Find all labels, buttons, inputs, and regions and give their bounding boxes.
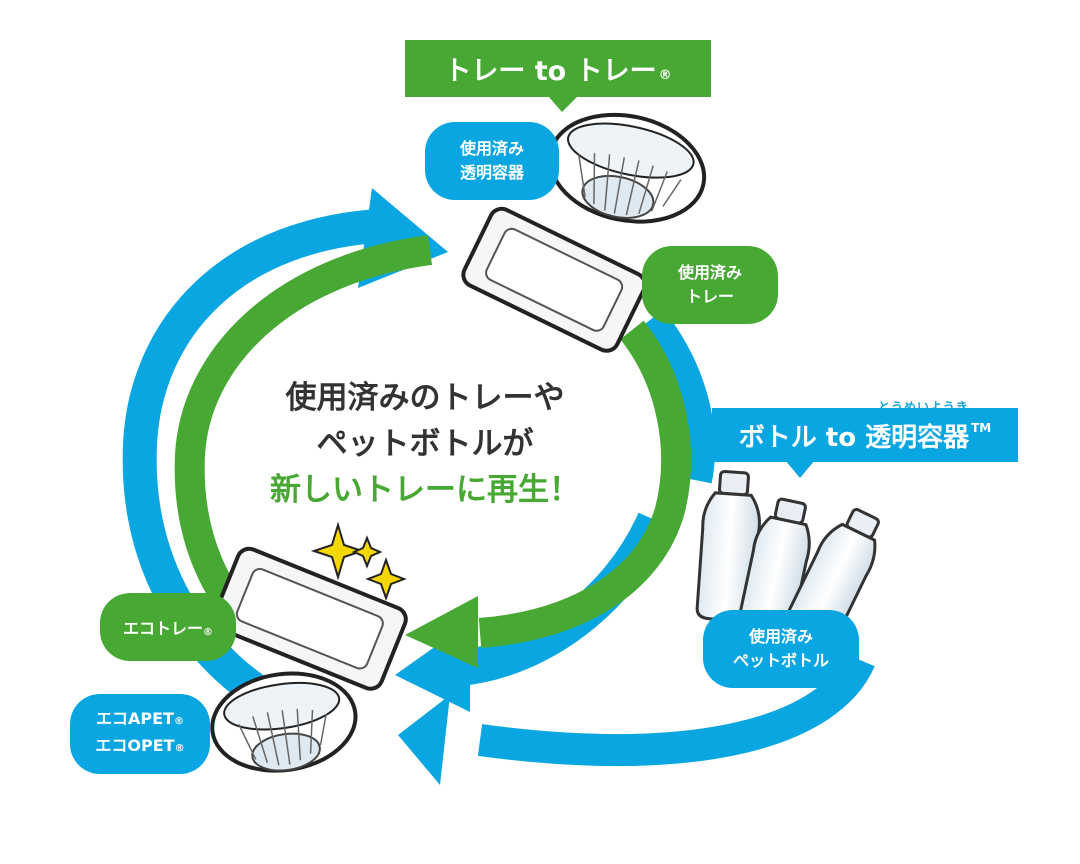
center-line-1: 使用済みのトレーや — [285, 380, 565, 416]
eco-tray-text: エコトレー — [122, 619, 203, 638]
green-arc-right — [478, 320, 692, 648]
center-line-2: ペットボトルが — [316, 426, 534, 462]
center-message: 使用済みのトレーや ペットボトルが 新しいトレーに再生！ — [245, 375, 605, 513]
green-arrowhead — [405, 596, 478, 668]
sparkle-icons — [310, 521, 407, 601]
eco-opet-row: エコOPET® — [95, 734, 184, 761]
blue-arrowhead-bottle — [398, 695, 450, 785]
used-tray-line2: トレー — [685, 287, 734, 306]
used-tray-label: 使用済み トレー — [642, 246, 778, 324]
eco-opet-text: エコOPET — [95, 736, 175, 755]
used-pet-line1: 使用済み — [748, 627, 813, 646]
trademark-mark: TM — [971, 421, 992, 435]
used-tray — [461, 206, 647, 353]
used-pet-label: 使用済み ペットボトル — [703, 610, 859, 688]
used-clear-bowl — [548, 112, 707, 224]
tray-to-tray-title: トレー to トレー® — [405, 40, 711, 97]
center-line-3: 新しいトレーに再生！ — [270, 472, 580, 508]
used-pet-line2: ペットボトル — [732, 651, 829, 670]
eco-bowl — [210, 671, 358, 773]
eco-apet-text: エコAPET — [96, 709, 174, 728]
used-tray-line1: 使用済み — [677, 263, 742, 282]
green-arc-left — [174, 235, 432, 642]
blue-arc-bottle — [477, 652, 875, 767]
eco-tray-mark: ® — [203, 626, 213, 638]
green-title-tail — [548, 96, 578, 112]
used-clear-line1: 使用済み — [459, 139, 524, 158]
eco-apet-mark: ® — [173, 716, 184, 727]
registered-mark: ® — [658, 68, 672, 83]
eco-tray — [211, 546, 408, 691]
bottle-to-clear-text: ボトル to 透明容器 — [738, 422, 970, 453]
eco-apet-opet-label: エコAPET® エコOPET® — [70, 694, 210, 774]
eco-tray-label: エコトレー® — [100, 593, 236, 661]
tray-to-tray-text: トレー to トレー — [444, 56, 657, 87]
blue-arc-right — [636, 309, 715, 484]
used-clear-container-label: 使用済み 透明容器 — [425, 122, 559, 200]
used-clear-line2: 透明容器 — [459, 163, 524, 182]
eco-opet-mark: ® — [174, 743, 185, 754]
blue-title-tail — [785, 460, 815, 478]
eco-apet-row: エコAPET® — [96, 707, 184, 734]
